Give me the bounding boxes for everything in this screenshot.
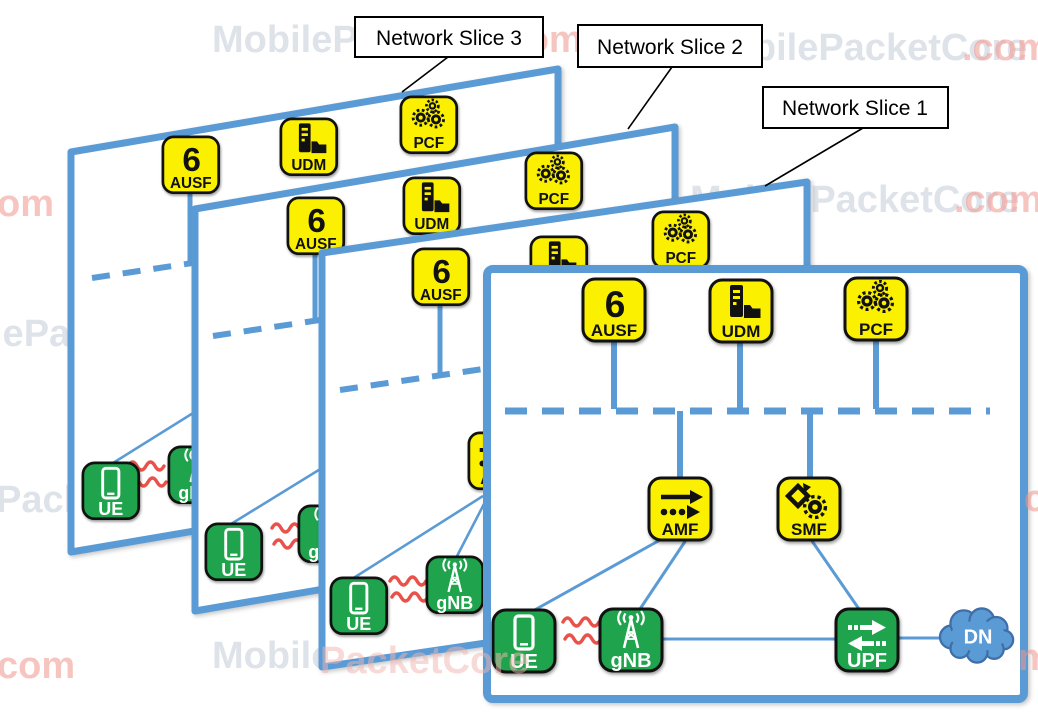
slice1-leader-line (764, 127, 864, 187)
detail-upf-icon (834, 607, 900, 674)
watermark-fragment: ck (1024, 478, 1038, 520)
slice1-gnb-amf-line (453, 503, 486, 561)
slice2-leader-line (627, 66, 673, 130)
slice1-pcf-icon (651, 210, 711, 270)
slice3-leader-line (401, 56, 449, 93)
watermark-fragment: Mobile (212, 635, 332, 677)
slice3-ausf-icon (161, 135, 221, 195)
watermark-text: .com (954, 179, 1038, 221)
slice1-ue-icon (329, 576, 389, 636)
slice2-pcf-icon (524, 151, 584, 211)
detail-gnb-icon (598, 607, 664, 674)
watermark-fragment: com (0, 645, 75, 687)
slice2-ue-icon (204, 522, 264, 582)
slice1-ue-amf-line (351, 494, 484, 581)
slice2-label: Network Slice 2 (597, 36, 743, 59)
slice1-label: Network Slice 1 (782, 97, 928, 120)
slice-label-callouts: Network Slice 3 Network Slice 2 Network … (354, 16, 949, 187)
detail-ausf-icon (581, 277, 647, 343)
slice3-udm-icon (279, 117, 339, 177)
slice3-pcf-icon (399, 95, 459, 155)
slice1-ausf-icon (411, 247, 471, 307)
slice3-bus-dashed-line (91, 258, 207, 281)
watermark-fragment: m (1018, 637, 1038, 679)
watermark-layer-front: ck PacketCore m (320, 478, 1038, 682)
slice3-label-box (354, 16, 544, 58)
slice1-gnb-icon (425, 555, 485, 615)
detail-pcf-icon (843, 276, 909, 342)
amf-ue-line (530, 538, 661, 614)
detail-panel-outline (483, 265, 1028, 703)
amf-gnb-line (638, 539, 688, 610)
slice2-label-box (577, 24, 763, 68)
slice3-ue-icon (81, 461, 141, 521)
slice1-label-box (762, 86, 949, 129)
detail-smf-icon (778, 478, 840, 540)
watermark-fragment: PacketCore (320, 640, 529, 682)
watermark-text: .com (962, 27, 1038, 69)
detail-amf-icon (649, 478, 711, 540)
panel-slice1-detail (483, 265, 1028, 703)
slice1-bus-dashed-line (339, 365, 491, 393)
slice3-label: Network Slice 3 (376, 27, 522, 50)
watermark-fragment: om (0, 183, 54, 225)
detail-udm-icon (708, 278, 774, 344)
slice2-ue-amf-line (230, 458, 336, 526)
slice2-ausf-icon (286, 196, 346, 256)
slice2-udm-icon (402, 176, 462, 236)
smf-upf-line (810, 540, 861, 610)
